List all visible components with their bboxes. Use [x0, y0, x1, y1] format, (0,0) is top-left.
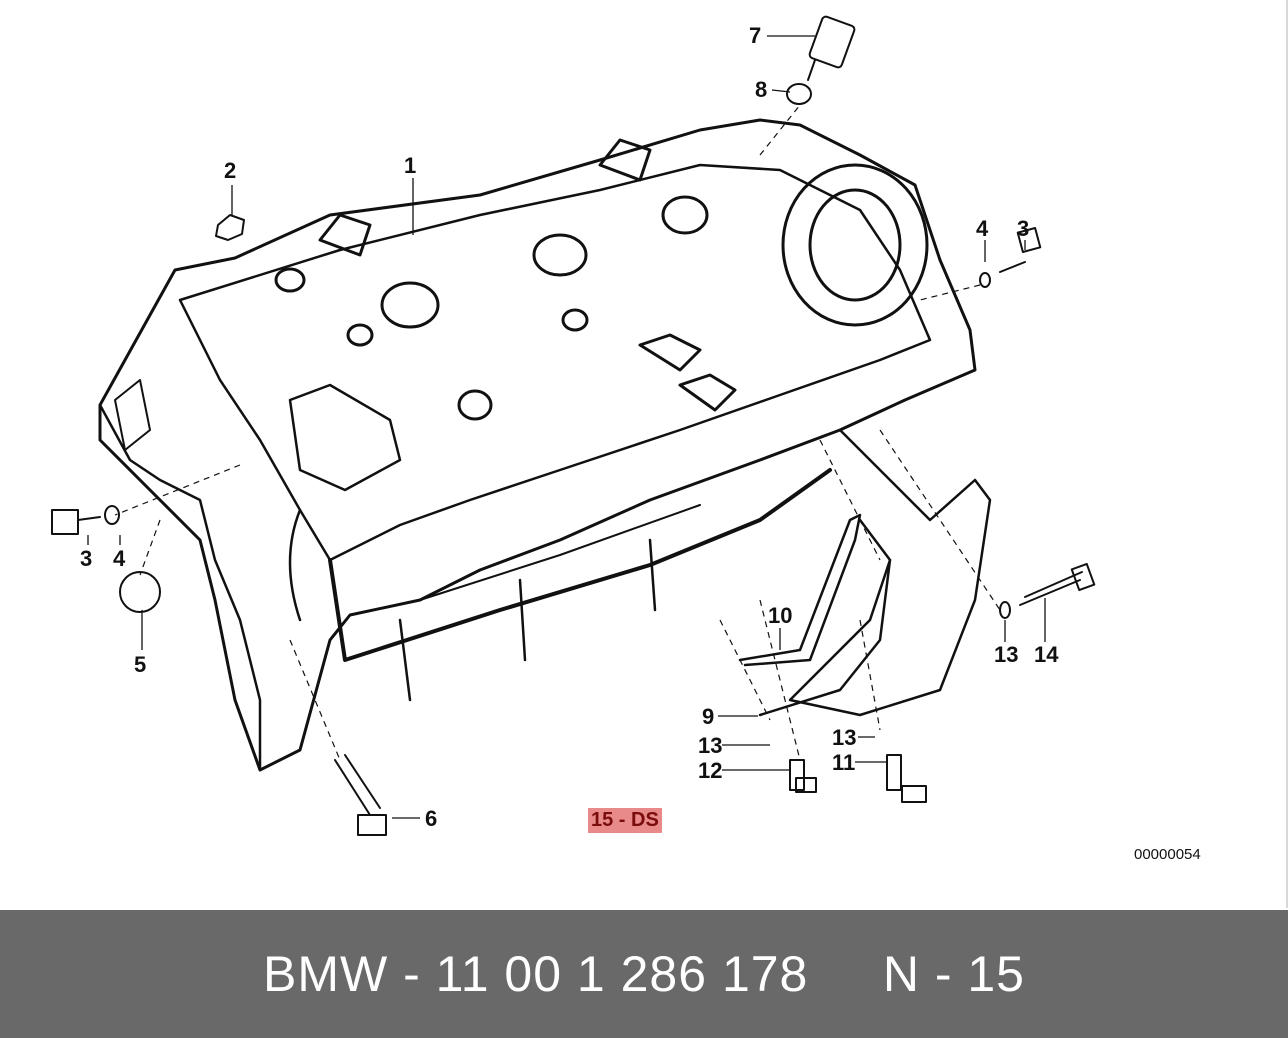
bolt-3-right — [979, 227, 1042, 288]
callout-3-right[interactable]: 3 — [1017, 216, 1030, 241]
callout-13-left[interactable]: 13 — [698, 733, 723, 758]
bolt-3-left — [51, 505, 120, 535]
sensor-7 — [807, 15, 856, 81]
rear-cover — [788, 428, 992, 717]
left-side-face — [98, 403, 262, 772]
callout-13-right[interactable]: 13 — [994, 642, 1019, 667]
bolt-12 — [789, 759, 817, 793]
deck-inner-outline — [178, 163, 932, 562]
callout-14[interactable]: 14 — [1034, 642, 1059, 667]
variant-badge: 15 - DS — [588, 808, 662, 833]
engine-block-drawing — [51, 15, 1096, 836]
nut-2 — [215, 214, 245, 241]
lower-rail — [328, 468, 832, 662]
callout-13-center[interactable]: 13 — [832, 725, 857, 750]
callout-4-left[interactable]: 4 — [113, 546, 126, 571]
callout-1[interactable]: 1 — [404, 153, 417, 178]
part-number-caption: BMW - 11 00 1 286 178 N - 15 — [263, 946, 1025, 1002]
callout-8[interactable]: 8 — [755, 77, 768, 102]
bracket — [738, 513, 862, 667]
callout-6[interactable]: 6 — [425, 806, 438, 831]
bolt-11 — [886, 754, 927, 803]
diagram-code: 00000054 — [1134, 846, 1201, 863]
caption-bar: BMW - 11 00 1 286 178 N - 15 — [0, 910, 1288, 1038]
washer-8 — [786, 83, 812, 105]
rear-flange-ring — [781, 163, 929, 327]
callout-2[interactable]: 2 — [224, 158, 237, 183]
callout-9[interactable]: 9 — [702, 704, 715, 729]
bolt-14 — [999, 562, 1096, 619]
callout-4-right[interactable]: 4 — [976, 216, 989, 241]
callout-5[interactable]: 5 — [134, 652, 147, 677]
bolt-6 — [334, 754, 387, 836]
callout-11[interactable]: 11 — [832, 750, 856, 775]
callout-3-left[interactable]: 3 — [80, 546, 93, 571]
engine-block-outline — [98, 118, 977, 772]
plug-5 — [119, 571, 161, 613]
callout-10[interactable]: 10 — [768, 603, 793, 628]
callout-7[interactable]: 7 — [749, 23, 762, 48]
parts-diagram: 1 2 3 4 3 4 5 6 7 8 9 10 11 12 13 13 13 … — [51, 0, 1288, 908]
callout-12[interactable]: 12 — [698, 758, 723, 783]
